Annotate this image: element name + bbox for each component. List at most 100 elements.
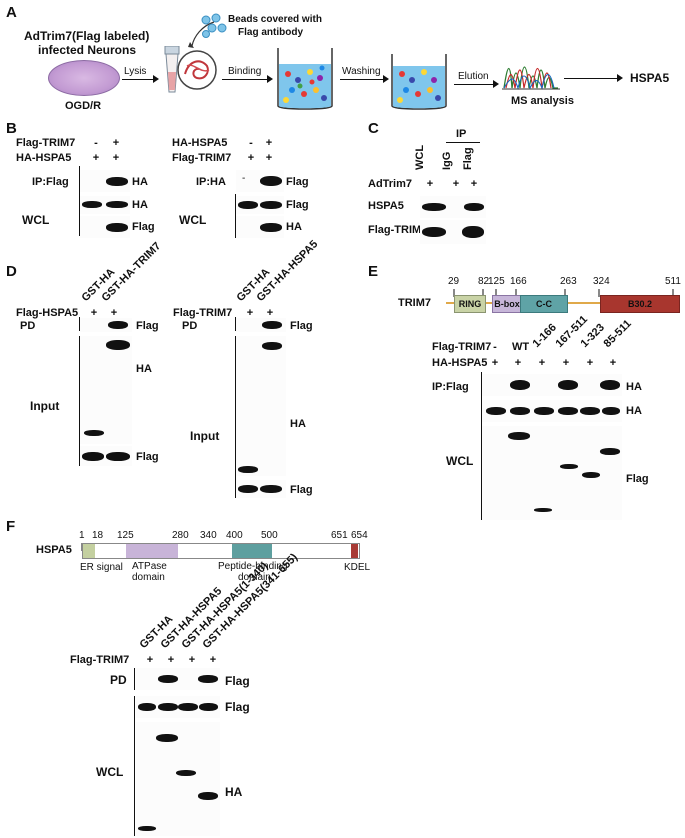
b-right-blot-wcl2 [236, 216, 284, 238]
step-binding: Binding [228, 66, 262, 77]
f-divider-pd [134, 668, 135, 690]
e-domain-ring: RING [454, 295, 486, 313]
f-label-atpase1: ATPase [132, 561, 167, 572]
e-sign: + [562, 357, 570, 369]
b-left-blot-wcl2 [80, 216, 130, 238]
d-left-sign: + [90, 307, 98, 319]
b-right-blot-wcl1 [236, 196, 284, 214]
b-left-sign: + [112, 137, 120, 149]
d-left-divider-input [79, 336, 80, 466]
f-blot-pd [136, 668, 220, 690]
d-left-band2: HA [136, 363, 152, 375]
ms-spectrum-icon [502, 58, 560, 97]
f-tick: 400 [226, 530, 243, 541]
e-blot-wcl-ha [482, 400, 622, 422]
d-right-pd-label: PD [182, 320, 198, 332]
e-sign: + [609, 357, 617, 369]
f-pd-label: PD [110, 673, 127, 687]
f-sign: + [188, 654, 196, 666]
b-right-sign: + [265, 137, 273, 149]
step-elution: Elution [458, 71, 489, 82]
b-left-ip-label: IP:Flag [32, 176, 69, 188]
e-tick: 166 [510, 276, 527, 287]
f-band3: HA [225, 785, 243, 799]
beads-label-line1: Beads covered with [228, 14, 322, 25]
c-col-flag: Flag [462, 147, 474, 170]
lysate-circle-icon [175, 44, 219, 97]
b-right-minus: - [242, 173, 246, 184]
d-right-blot-input [236, 336, 286, 476]
neuron-title-line1: AdTrim7(Flag labeled) [24, 29, 150, 43]
arrow-washing [340, 79, 386, 80]
cell-label: OGD/R [65, 100, 102, 112]
tube-icon [163, 45, 185, 96]
e-sign: + [538, 357, 546, 369]
panel-letter-d: D [6, 263, 17, 280]
neuron-title-line2: infected Neurons [38, 43, 137, 57]
f-tick: 654 [351, 530, 368, 541]
arrowhead-icon [153, 75, 159, 83]
e-protein-label: TRIM7 [398, 297, 431, 309]
b-right-band2: Flag [286, 199, 309, 211]
d-right-blot-flag [236, 480, 286, 498]
e-ip-label: IP:Flag [432, 381, 469, 393]
c-ip-label: IP [456, 128, 467, 140]
beaker-washing-icon [390, 52, 448, 117]
arrow-elution [454, 84, 496, 85]
f-protein-label: HSPA5 [36, 544, 72, 556]
d-left-blot-input [80, 336, 132, 444]
e-col: 1-166 [530, 321, 559, 350]
step-lysis: Lysis [124, 66, 147, 77]
c-sign: + [470, 178, 478, 190]
e-tick: 29 [448, 276, 460, 287]
b-left-sign: + [112, 152, 120, 164]
e-wcl-label: WCL [446, 454, 474, 468]
c-ip-line [446, 142, 480, 143]
d-right-divider-pd [235, 317, 236, 331]
d-right-divider-input [235, 336, 236, 498]
c-sign: + [452, 178, 460, 190]
d-right-input-label: Input [190, 429, 220, 443]
f-sign: + [146, 654, 154, 666]
b-right-blot-ip: - [236, 170, 284, 192]
c-band1-label: HSPA5 [368, 200, 404, 212]
panel-letter-e: E [368, 263, 379, 280]
b-right-wcl-label: WCL [179, 213, 207, 227]
f-label-pep2: domain [238, 572, 271, 583]
f-sign: + [167, 654, 175, 666]
f-domain-er [83, 544, 95, 558]
f-protein-backbone [82, 543, 360, 559]
f-label-er: ER signal [80, 562, 123, 573]
d-left-row-label: Flag-HSPA5 [16, 307, 79, 319]
f-blot-wcl-flag [136, 696, 220, 718]
c-row-label: AdTrim7 [368, 178, 413, 190]
b-left-blot-wcl1 [80, 196, 130, 214]
f-band1: Flag [225, 674, 250, 688]
f-col3: GST-HA-HSPA5(1-340) [179, 560, 271, 651]
e-band1: HA [626, 381, 642, 393]
arrowhead-icon [267, 75, 273, 83]
f-tick: 125 [117, 530, 134, 541]
e-col: - [493, 341, 497, 353]
step-washing: Washing [342, 66, 381, 77]
e-tick: 324 [593, 276, 610, 287]
beads-icon [198, 12, 228, 47]
f-blot-wcl-ha [136, 722, 220, 836]
e-row1-label: Flag-TRIM7 [432, 341, 492, 353]
d-left-sign: + [110, 307, 118, 319]
f-label-pep1: Peptide-binding [218, 561, 288, 572]
f-band2: Flag [225, 700, 250, 714]
e-tick: 125 [488, 276, 505, 287]
e-row2-label: HA-HSPA5 [432, 357, 488, 369]
b-left-divider [79, 166, 80, 236]
f-tick: 18 [92, 530, 104, 541]
arrowhead-icon [493, 80, 499, 88]
b-left-blot-ip [80, 170, 130, 192]
c-blot-trim7 [420, 220, 486, 244]
f-label-atpase2: domain [132, 572, 165, 583]
b-left-row2-label: HA-HSPA5 [16, 152, 72, 164]
c-sign: + [426, 178, 434, 190]
b-right-row2-label: Flag-TRIM7 [172, 152, 232, 164]
arrow-binding [222, 79, 270, 80]
beaker-binding-icon [276, 46, 334, 117]
